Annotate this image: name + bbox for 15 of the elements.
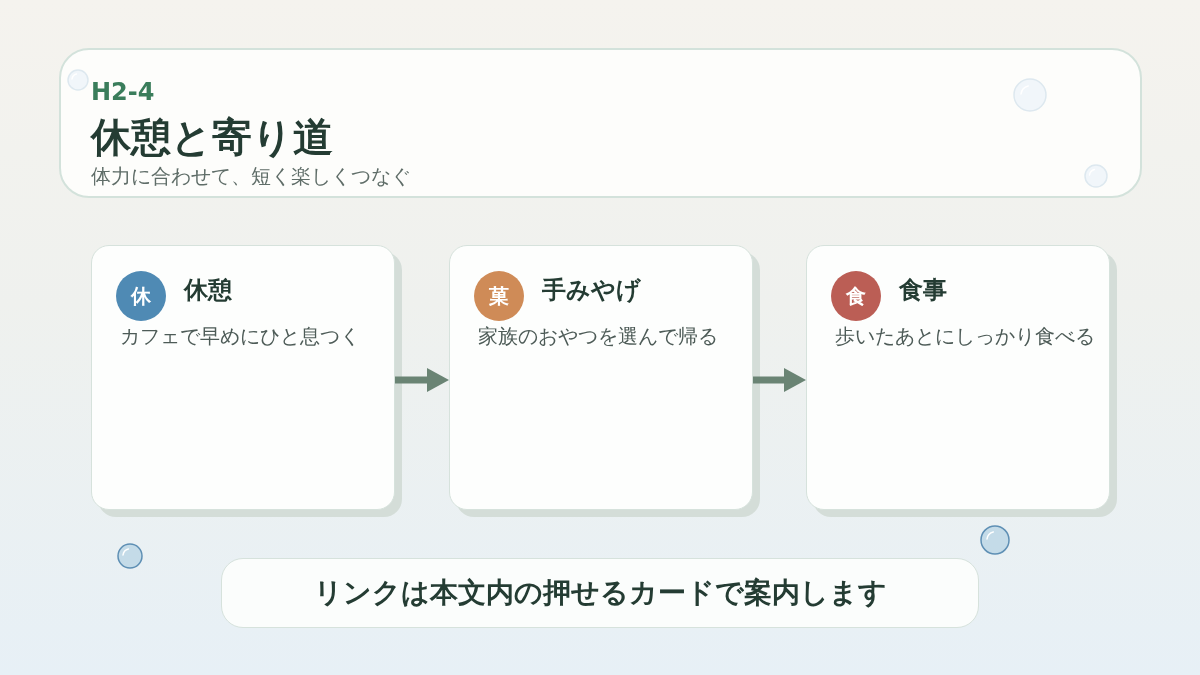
category-badge: 菓 xyxy=(474,271,524,321)
note-banner: リンクは本文内の押せるカードで案内します xyxy=(221,558,979,628)
card-heading: 食事 xyxy=(899,277,947,305)
card-heading: 休憩 xyxy=(184,277,232,305)
arrow xyxy=(753,368,806,392)
card-text: カフェで早めにひと息つく xyxy=(120,324,360,348)
card-text: 歩いたあとにしっかり食べる xyxy=(835,324,1095,348)
subtitle: 体力に合わせて、短く楽しくつなぐ xyxy=(91,165,411,188)
arrow xyxy=(395,368,449,392)
category-badge: 食 xyxy=(831,271,881,321)
section-number: H2-4 xyxy=(91,79,155,106)
page-title: 休憩と寄り道 xyxy=(91,114,333,160)
category-badge: 休 xyxy=(116,271,166,321)
card-text: 家族のおやつを選んで帰る xyxy=(478,324,718,348)
card-heading: 手みやげ xyxy=(542,277,641,305)
